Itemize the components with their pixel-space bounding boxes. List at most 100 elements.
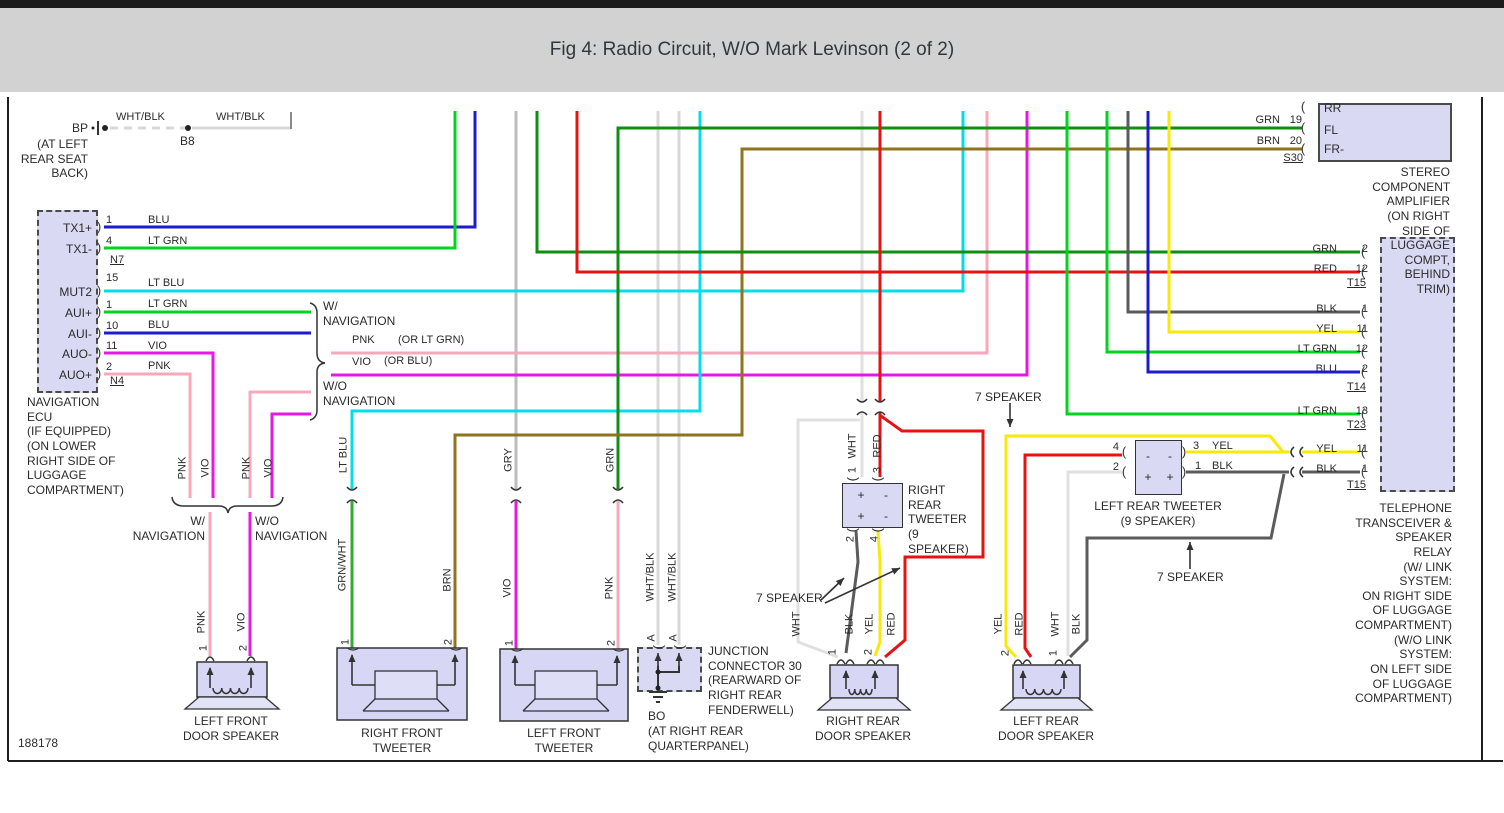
label-text: - — [1168, 449, 1172, 463]
label-lt-grn: LT GRN — [1297, 343, 1337, 355]
inline-connector — [510, 486, 522, 491]
pin-bracket: ( — [671, 645, 687, 650]
label-blu: BLU — [148, 319, 170, 331]
speaker-magnet — [999, 697, 1094, 711]
label-10: 10 — [106, 320, 119, 332]
label-pnk: PNK — [603, 576, 616, 600]
label-2: 2 — [862, 648, 875, 656]
label-telephone: TELEPHONE TRANSCEIVER & SPEAKER RELAY (W… — [1355, 501, 1452, 706]
left-front-door-speaker — [183, 656, 281, 710]
label-left-rear-tweeter: LEFT REAR TWEETER (9 SPEAKER) — [1094, 499, 1222, 528]
label-rr: RR — [1324, 101, 1342, 115]
label-brn: BRN — [441, 568, 454, 592]
label-tx1+: TX1+ — [62, 221, 92, 235]
label-at-left: (AT LEFT REAR SEAT BACK) — [20, 137, 88, 181]
inline-connector — [1299, 466, 1304, 478]
label-13: 13 — [1355, 405, 1368, 417]
label-12: 12 — [1355, 343, 1368, 355]
pin-bracket: ) — [96, 282, 102, 298]
pin-bracket: ( — [610, 648, 626, 653]
label-grn-wht: GRN/WHT — [336, 538, 349, 592]
wire-pnk-auo — [104, 372, 192, 498]
junction-dot — [655, 685, 661, 691]
label-brn: BRN — [1256, 135, 1280, 147]
label-1: 1 — [339, 638, 352, 646]
label-left-front: LEFT FRONT DOOR SPEAKER — [182, 714, 280, 743]
pin-arc — [866, 659, 876, 665]
label-grn: GRN — [1312, 243, 1337, 255]
label-wht: WHT — [1049, 611, 1062, 637]
brace — [309, 302, 326, 421]
label-1: 1 — [1047, 649, 1060, 657]
voice-coil — [848, 688, 873, 696]
wire-ltgrn12-t14 — [1105, 111, 1360, 354]
label-3: 3 — [871, 466, 884, 474]
pin-bracket: ( — [869, 528, 885, 533]
label-auo: AUO- — [62, 347, 92, 361]
label-1: 1 — [106, 299, 113, 311]
label-yel: YEL — [992, 613, 1005, 635]
title-band: Fig 4: Radio Circuit, W/O Mark Levinson … — [0, 8, 1504, 92]
label-left-front: LEFT FRONT TWEETER — [527, 726, 601, 755]
pin-bracket: ( — [1121, 443, 1127, 459]
label-19: 19 — [1289, 114, 1302, 126]
wire-yel11-t14 — [1167, 111, 1360, 334]
voice-coil — [1025, 688, 1062, 696]
tweeter-skirt — [436, 698, 450, 712]
pin-bracket: ( — [869, 477, 885, 482]
pin-bracket: ( — [1360, 243, 1366, 259]
inline-connector — [874, 411, 886, 416]
speaker-body — [1012, 664, 1081, 699]
label-aui: AUI- — [68, 327, 92, 341]
wire-wht-rr-7spk-branch — [796, 418, 860, 659]
label-2: 2 — [844, 535, 857, 543]
arrowhead — [206, 667, 214, 675]
wire-ltgrn13-t23 — [1065, 111, 1360, 416]
label-11: 11 — [106, 340, 118, 352]
label-text: - — [884, 488, 888, 502]
label-1: 1 — [503, 639, 516, 647]
label-fr: FR- — [1324, 142, 1344, 156]
label-mut2: MUT2 — [59, 285, 92, 299]
label-right-rear: RIGHT REAR DOOR SPEAKER — [814, 714, 912, 743]
pin-bracket: ) — [96, 239, 102, 255]
pin-bracket: ) — [96, 303, 102, 319]
junction-dot — [185, 125, 191, 131]
label-stereo: STEREO COMPONENT AMPLIFIER (ON RIGHT SID… — [1372, 165, 1451, 296]
label-2: 2 — [442, 638, 455, 646]
junction-connector-30-box — [637, 647, 702, 692]
tweeter-skirt — [362, 698, 376, 712]
label-lt-blu: LT BLU — [148, 277, 185, 289]
label-2: 2 — [237, 644, 250, 652]
label-wht-blk: WHT/BLK — [116, 111, 165, 123]
label-188178: 188178 — [18, 736, 59, 750]
label-left-rear: LEFT REAR DOOR SPEAKER — [997, 714, 1095, 743]
pin-bracket: ) — [1181, 443, 1187, 459]
inline-connector — [346, 486, 358, 491]
label-4: 4 — [868, 535, 881, 543]
label-a: A — [645, 634, 658, 642]
label-red: RED — [1013, 612, 1026, 636]
tweeter-skirt — [596, 698, 610, 712]
pin-bracket: ( — [1360, 263, 1366, 279]
label-w-o: W/O NAVIGATION — [323, 379, 396, 408]
label-grn: GRN — [1255, 114, 1280, 126]
pin-arc — [845, 659, 855, 665]
label-lt-grn: LT GRN — [148, 298, 188, 310]
arrowhead — [613, 655, 621, 663]
pin-bracket: ( — [844, 528, 860, 533]
label-blu: BLU — [1315, 363, 1337, 375]
label-red: RED — [1313, 263, 1337, 275]
label-1: 1 — [197, 644, 210, 652]
label-pnk: PNK — [195, 610, 208, 634]
label-lt-grn: LT GRN — [1297, 405, 1337, 417]
label-+: + — [1144, 470, 1152, 484]
right-front-tweeter — [336, 647, 468, 721]
label-bp: BP — [71, 121, 88, 135]
label-wht-blk: WHT/BLK — [644, 552, 657, 602]
label-fl: FL — [1324, 123, 1339, 137]
pin-bracket: ( — [1300, 140, 1306, 156]
label-n4: N4 — [110, 375, 125, 387]
pin-bracket: ( — [447, 647, 463, 652]
